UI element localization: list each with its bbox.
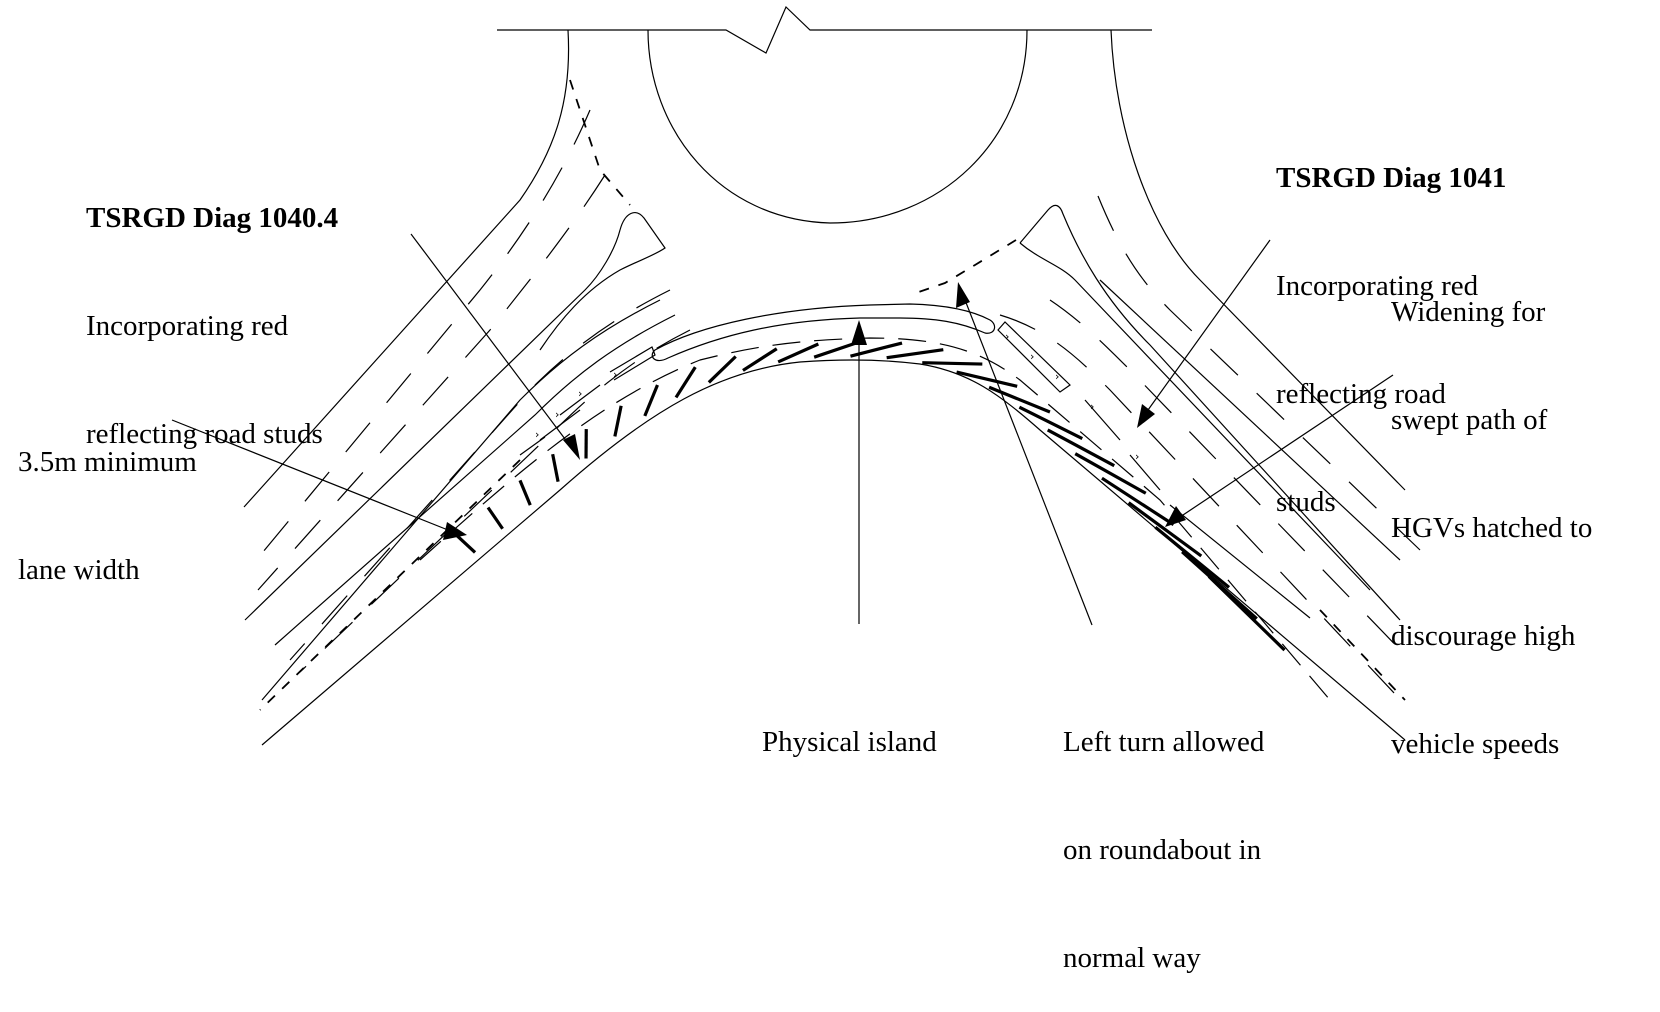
hatch-stroke bbox=[1019, 407, 1082, 438]
hatch-stroke bbox=[709, 357, 736, 383]
arrowhead-diag-1040 bbox=[563, 434, 580, 460]
label-widening-line: vehicle speeds bbox=[1391, 726, 1592, 762]
label-physical-island: Physical island bbox=[762, 652, 937, 796]
svg-text:›: › bbox=[578, 387, 582, 400]
svg-text:›: › bbox=[1135, 450, 1139, 463]
leader-physical-island bbox=[851, 320, 867, 624]
hatch-stroke bbox=[887, 350, 944, 358]
left-lane-dash-3 bbox=[290, 290, 670, 660]
label-lane-width: 3.5m minimum lane width bbox=[18, 372, 197, 624]
label-widening-line: HGVs hatched to bbox=[1391, 510, 1592, 546]
hatch-stroke bbox=[488, 508, 503, 529]
hatch-stroke bbox=[456, 535, 475, 552]
svg-text:›: › bbox=[1030, 350, 1034, 363]
label-diag-1041-heading: TSRGD Diag 1041 bbox=[1276, 160, 1506, 196]
label-left-turn-line: on roundabout in bbox=[1063, 832, 1264, 868]
label-lane-width-line: 3.5m minimum bbox=[18, 444, 197, 480]
label-left-turn-line: normal way bbox=[1063, 940, 1264, 976]
arrowhead-physical-island bbox=[851, 320, 867, 345]
left-edge-dashed bbox=[260, 460, 520, 710]
label-lane-width-line: lane width bbox=[18, 552, 197, 588]
hatch-stroke bbox=[520, 480, 530, 505]
label-widening-line: Widening for bbox=[1391, 294, 1592, 330]
hatch-stroke bbox=[1048, 430, 1115, 466]
left-giveway-line bbox=[570, 80, 630, 205]
label-diag-1040-4-heading: TSRGD Diag 1040.4 bbox=[86, 200, 338, 236]
label-widening-line: swept path of bbox=[1391, 402, 1592, 438]
svg-text:›: › bbox=[535, 428, 539, 441]
hatch-stroke bbox=[1155, 527, 1229, 587]
hatch-stroke bbox=[778, 344, 818, 362]
arrowhead-diag-1041 bbox=[1137, 404, 1155, 428]
leader-left-turn bbox=[956, 282, 1092, 625]
arrowhead-lane-width bbox=[443, 522, 467, 540]
svg-text:›: › bbox=[1005, 330, 1009, 343]
label-left-turn-line: Left turn allowed bbox=[1063, 724, 1264, 760]
hatch-stroke bbox=[1209, 576, 1285, 650]
svg-text:›: › bbox=[1055, 370, 1059, 383]
svg-text:›: › bbox=[613, 368, 617, 381]
leader-diag-1040 bbox=[411, 234, 580, 460]
hatch-stroke bbox=[922, 363, 982, 364]
central-island bbox=[648, 30, 1027, 223]
hatch-stroke bbox=[615, 406, 621, 437]
left-lane-dash-4 bbox=[300, 330, 690, 672]
svg-text:›: › bbox=[1090, 400, 1094, 413]
label-left-turn: Left turn allowed on roundabout in norma… bbox=[1063, 652, 1264, 1012]
svg-text:›: › bbox=[555, 408, 559, 421]
hatch-stroke bbox=[553, 454, 558, 482]
hatch-stroke bbox=[743, 349, 777, 371]
right-giveway-line bbox=[910, 240, 1016, 295]
physical-island bbox=[652, 304, 994, 361]
leader-diag-1041 bbox=[1137, 240, 1270, 428]
hatch-stroke bbox=[676, 367, 695, 397]
arrowhead-left-turn bbox=[956, 282, 970, 308]
label-widening: Widening for swept path of HGVs hatched … bbox=[1391, 222, 1592, 798]
roundabout-top-edge bbox=[497, 7, 1152, 53]
arrowhead-widening bbox=[1165, 506, 1186, 527]
label-diag-1040-4-line: Incorporating red bbox=[86, 308, 338, 344]
hatch-stroke bbox=[957, 372, 1018, 386]
hatch-stroke bbox=[645, 385, 658, 416]
label-physical-island-line: Physical island bbox=[762, 724, 937, 760]
label-widening-line: discourage high bbox=[1391, 618, 1592, 654]
hatch-stroke bbox=[1102, 478, 1174, 524]
